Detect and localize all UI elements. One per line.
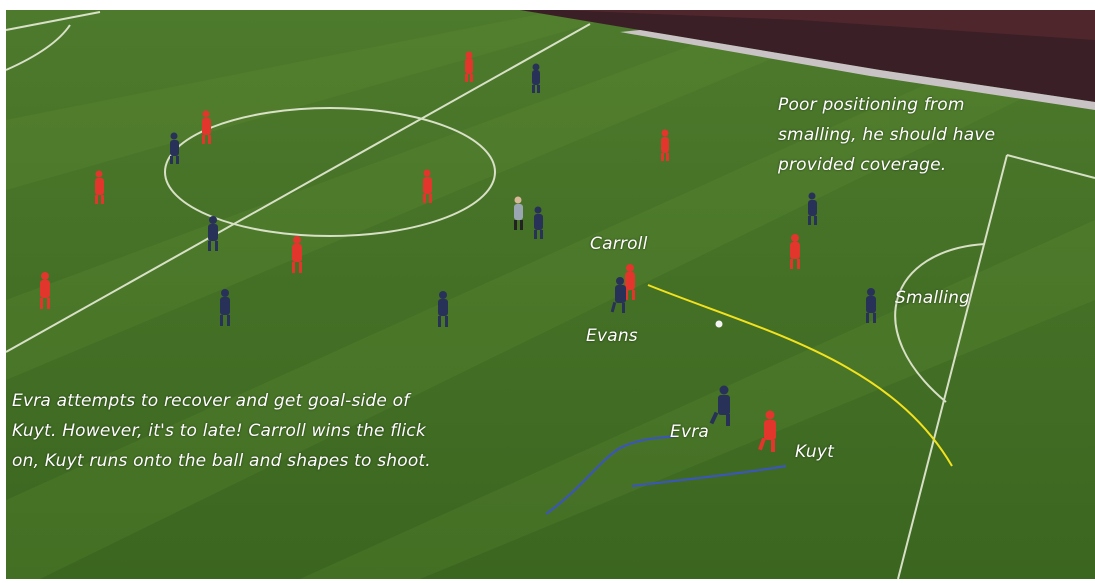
player-red — [40, 272, 50, 309]
penalty-box-line — [897, 154, 1008, 580]
player-blue-evra — [709, 385, 730, 426]
label-smalling: Smalling — [895, 288, 971, 308]
penalty-box-top — [1006, 154, 1095, 179]
player-blue — [170, 132, 179, 164]
stadium-crowd — [520, 10, 1095, 110]
player-blue — [208, 216, 218, 251]
note-line: Evra attempts to recover and get goal-si… — [12, 391, 410, 411]
evra-run-line — [545, 434, 677, 515]
kuyt-run-line — [631, 464, 787, 488]
player-red — [95, 170, 104, 204]
player-blue-evans — [610, 277, 626, 313]
carroll-flick-line — [647, 284, 953, 467]
player-red — [661, 129, 669, 161]
player-blue — [532, 63, 540, 93]
player-red-kuyt — [758, 410, 776, 452]
penalty-arc — [894, 243, 986, 403]
player-red — [465, 51, 473, 82]
referee — [514, 196, 523, 230]
note-line: smalling, he should have — [778, 125, 996, 145]
player-blue — [438, 291, 448, 327]
player-blue — [534, 206, 543, 239]
corner-line-topleft — [5, 24, 71, 71]
halfway-line — [5, 23, 591, 353]
player-red — [202, 110, 211, 144]
note-line: Poor positioning from — [778, 95, 965, 115]
label-evra: Evra — [670, 422, 710, 442]
note-line: on, Kuyt runs onto the ball and shapes t… — [12, 451, 431, 471]
note-line: Kuyt. However, it's to late! Carroll win… — [12, 421, 426, 441]
player-blue-smalling — [866, 288, 876, 323]
pitch-markings — [5, 11, 1095, 580]
note-smalling-positioning: Poor positioning from smalling, he shoul… — [778, 90, 995, 180]
note-line: provided coverage. — [778, 155, 947, 175]
player-red-carroll — [625, 264, 635, 300]
label-evans: Evans — [586, 326, 638, 346]
away-players — [170, 63, 876, 426]
player-blue — [220, 289, 230, 326]
ball — [715, 320, 723, 328]
player-red — [292, 236, 302, 273]
centre-circle — [164, 107, 496, 237]
note-evra-recovery: Evra attempts to recover and get goal-si… — [12, 386, 431, 476]
player-red — [790, 234, 800, 269]
label-carroll: Carroll — [590, 234, 648, 254]
home-players — [40, 51, 800, 452]
player-blue — [808, 192, 817, 225]
player-red — [423, 169, 432, 203]
pitch-grass — [6, 10, 1095, 579]
label-kuyt: Kuyt — [795, 442, 834, 462]
